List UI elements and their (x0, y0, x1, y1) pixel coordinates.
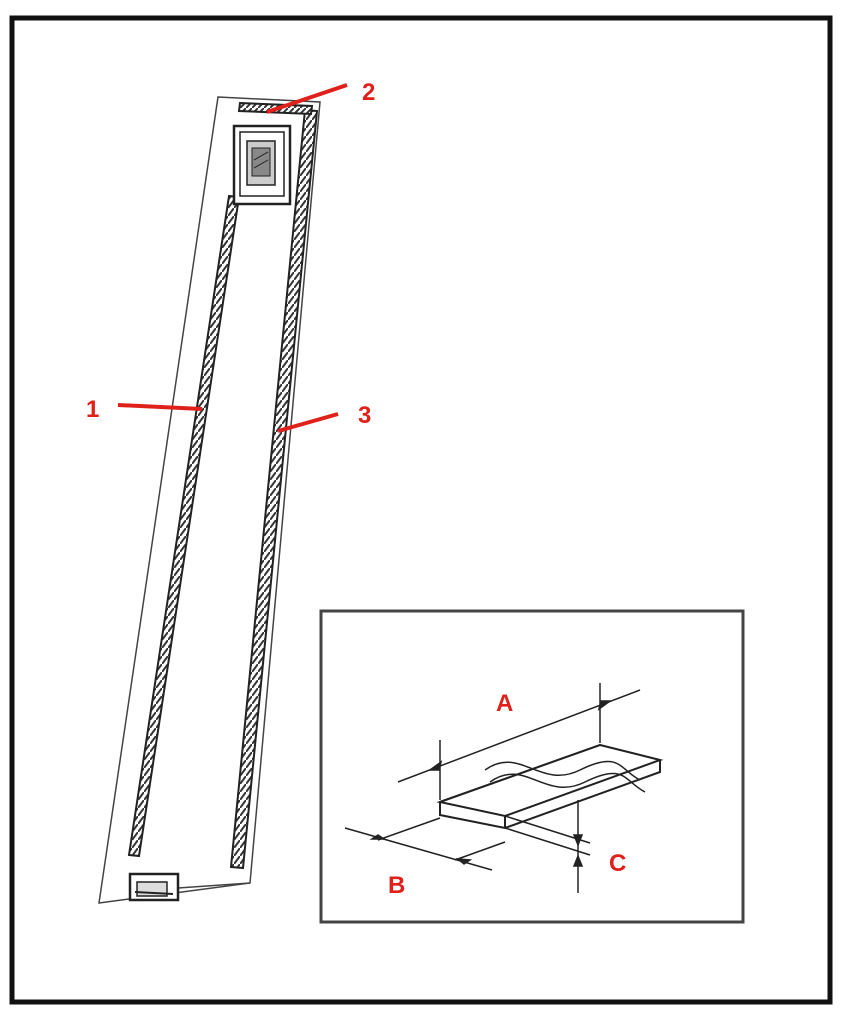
bottom-latch (128, 872, 251, 902)
callout-1: 1 (86, 396, 203, 423)
dimension-a (397, 683, 641, 800)
dimension-label-c: C (609, 850, 626, 877)
inset-frame (319, 609, 745, 924)
dimension-b (344, 817, 506, 871)
right-strip (229, 108, 319, 870)
dimension-label-b: B (388, 872, 405, 899)
top-lock-assembly (232, 124, 292, 206)
callout-2: 2 (266, 79, 375, 114)
dimension-c (504, 800, 591, 893)
weatherstrip-panel-icon (98, 96, 321, 904)
callout-3: 3 (277, 402, 371, 433)
foam-strip-dimensions-icon: A B C (319, 609, 745, 924)
dimension-label-a: A (496, 690, 513, 717)
callout-label-3: 3 (358, 402, 371, 429)
callout-label-2: 2 (362, 79, 375, 106)
foam-strip (436, 743, 664, 830)
callout-label-1: 1 (86, 396, 99, 423)
